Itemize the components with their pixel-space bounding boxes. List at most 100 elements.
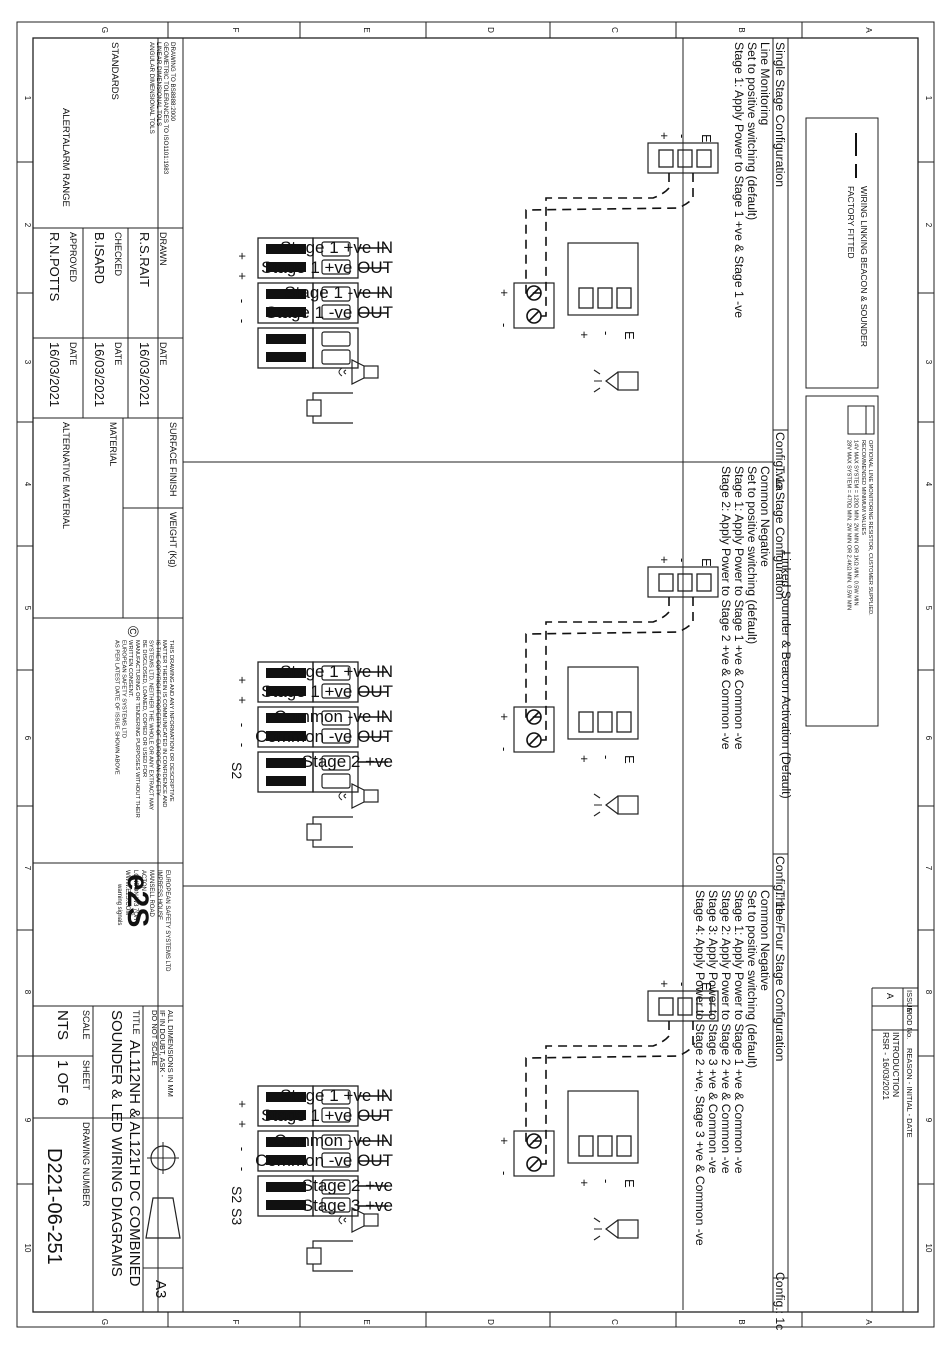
beacon-pin (696, 149, 712, 168)
device-plus: + (577, 755, 592, 763)
beacon-plus: + (657, 132, 672, 140)
device-pin (578, 1135, 594, 1157)
connector-contact (266, 1092, 306, 1102)
beacon-plus: + (657, 556, 672, 564)
connector-contact (266, 244, 306, 254)
zone-col-5: 5 (924, 606, 933, 611)
dims-line: IF IN DOUBT, ASK - (158, 1010, 167, 1078)
projection-cone (145, 1197, 181, 1239)
sounder-symbol (363, 365, 379, 379)
copyright-symbol: © (124, 626, 141, 637)
checked-label: CHECKED (113, 232, 123, 277)
zone-row-B: B (737, 1319, 746, 1324)
line-resistor (306, 1247, 322, 1265)
terminal-sign: - (235, 319, 250, 323)
terminal-plus: + (497, 1137, 512, 1145)
standards-line: ANGULAR DIMENSIONAL TOLS (148, 42, 155, 134)
company-line: WWW.E2S.COM (124, 870, 130, 915)
zone-row-B: B (737, 27, 746, 32)
device-block (567, 242, 639, 316)
copyright-line: IS THE COPYRIGHT PROPERTY OF EUROPEAN SA… (154, 640, 160, 796)
link-legend-label: WIRING LINKING BEACON & SOUNDER (859, 186, 869, 347)
stage-switch-label: S3 (229, 1208, 245, 1225)
link-wire-dashed (525, 1021, 694, 1142)
beacon-pin (658, 997, 674, 1016)
resistor-legend-text: OPTIONAL LINE MONITORING RESISTOR, CUSTO… (845, 440, 873, 616)
zone-row-D: D (486, 27, 495, 33)
company-logo: e2S (121, 874, 154, 927)
config-line: Stage 3: Apply Power to Stage 3 +ve & Co… (706, 890, 720, 1174)
zone-col-10: 10 (23, 1244, 32, 1253)
led-symbol (617, 795, 639, 815)
terminal-plus: + (497, 713, 512, 721)
zone-col-9: 9 (23, 1118, 32, 1123)
material-label: MATERIAL (108, 422, 118, 466)
zone-col-4: 4 (23, 482, 32, 487)
zone-col-3: 3 (924, 360, 933, 365)
led-symbol (617, 371, 639, 391)
zone-col-2: 2 (924, 223, 933, 228)
resistor-icon (847, 405, 875, 435)
connector-contact (266, 1182, 306, 1192)
connector-contact (266, 686, 306, 696)
beacon-pin (658, 149, 674, 168)
screw-terminal-block (513, 282, 555, 329)
config-line: Common Negative (758, 466, 772, 567)
beacon-e-label: E (699, 558, 714, 567)
zone-col-1: 1 (924, 96, 933, 101)
resistor-legend-box (805, 395, 879, 727)
zone-row-G: G (100, 27, 109, 33)
resistor-legend-line: 14V MAX SYSTEM = 120Ω MIN. 2W MIN OR 1KΩ… (853, 440, 859, 606)
zone-col-2: 2 (23, 223, 32, 228)
rev-issue: A (885, 993, 895, 999)
terminal-minus: - (497, 747, 512, 751)
connector-contact (266, 758, 306, 768)
drawn-label: DRAWN (158, 232, 168, 266)
terminal-sign: + (235, 1100, 250, 1108)
beacon-pin (696, 573, 712, 592)
terminal-sign: - (235, 1147, 250, 1151)
scale-value: NTS (54, 1010, 71, 1040)
standards-line: LINEAR DIMENSIONAL TOLS (155, 42, 162, 126)
wire-label: Stage 1 +ve IN (280, 662, 393, 681)
title-label: TITLE (131, 1010, 141, 1035)
sounder-symbol (363, 1213, 379, 1227)
date-label: DATE (68, 342, 78, 365)
zone-col-8: 8 (23, 990, 32, 995)
terminal-sign: - (235, 1167, 250, 1171)
terminal-minus: - (497, 1171, 512, 1175)
zone-col-7: 7 (924, 866, 933, 871)
surface-finish-label: SURFACE FINISH (168, 422, 178, 497)
screw-terminal-block (513, 1130, 555, 1177)
resistor-legend-line: 28V MAX SYSTEM = 470Ω MIN. 2W MIN OR 2.4… (845, 440, 851, 610)
approved-by: R.N.POTTS (47, 232, 62, 302)
device-block (567, 666, 639, 740)
screw-terminal (526, 1156, 542, 1172)
link-legend-box (805, 117, 879, 389)
wire-label: Common -ve OUT (255, 1151, 393, 1170)
main-title: Linked Sounder & Beacon Activation (Defa… (779, 551, 793, 798)
zone-row-C: C (610, 1319, 619, 1325)
outer-border (16, 21, 935, 1328)
copyright-line: BE DISCLOSED, LOANED, COPIED OR USED FOR (141, 640, 147, 777)
beacon-minus: - (675, 982, 690, 986)
config-line: Stage 1: Apply Power to Stage 1 +ve & St… (732, 42, 746, 318)
drawing-title-2: SOUNDER & LED WIRING DIAGRAMS (108, 1010, 125, 1277)
terminal-sign: + (235, 1120, 250, 1128)
date-2: 16/03/2021 (92, 342, 107, 407)
connector-contact (266, 731, 306, 741)
beacon-pin (696, 997, 712, 1016)
date-label: DATE (158, 342, 168, 365)
range-label: ALERTALARM RANGE (60, 108, 71, 207)
terminal-sign: + (235, 272, 250, 280)
screw-terminal-block (513, 706, 555, 753)
device-e-label: E (622, 755, 637, 764)
config-line: Stage 1: Apply Power to Stage 1 +ve & Co… (732, 890, 746, 1174)
config-frames (182, 37, 789, 1312)
beacon-pin (677, 997, 693, 1016)
config-tag: Config.: 1c (773, 1272, 787, 1330)
config-line: Line Monitoring (758, 42, 772, 125)
